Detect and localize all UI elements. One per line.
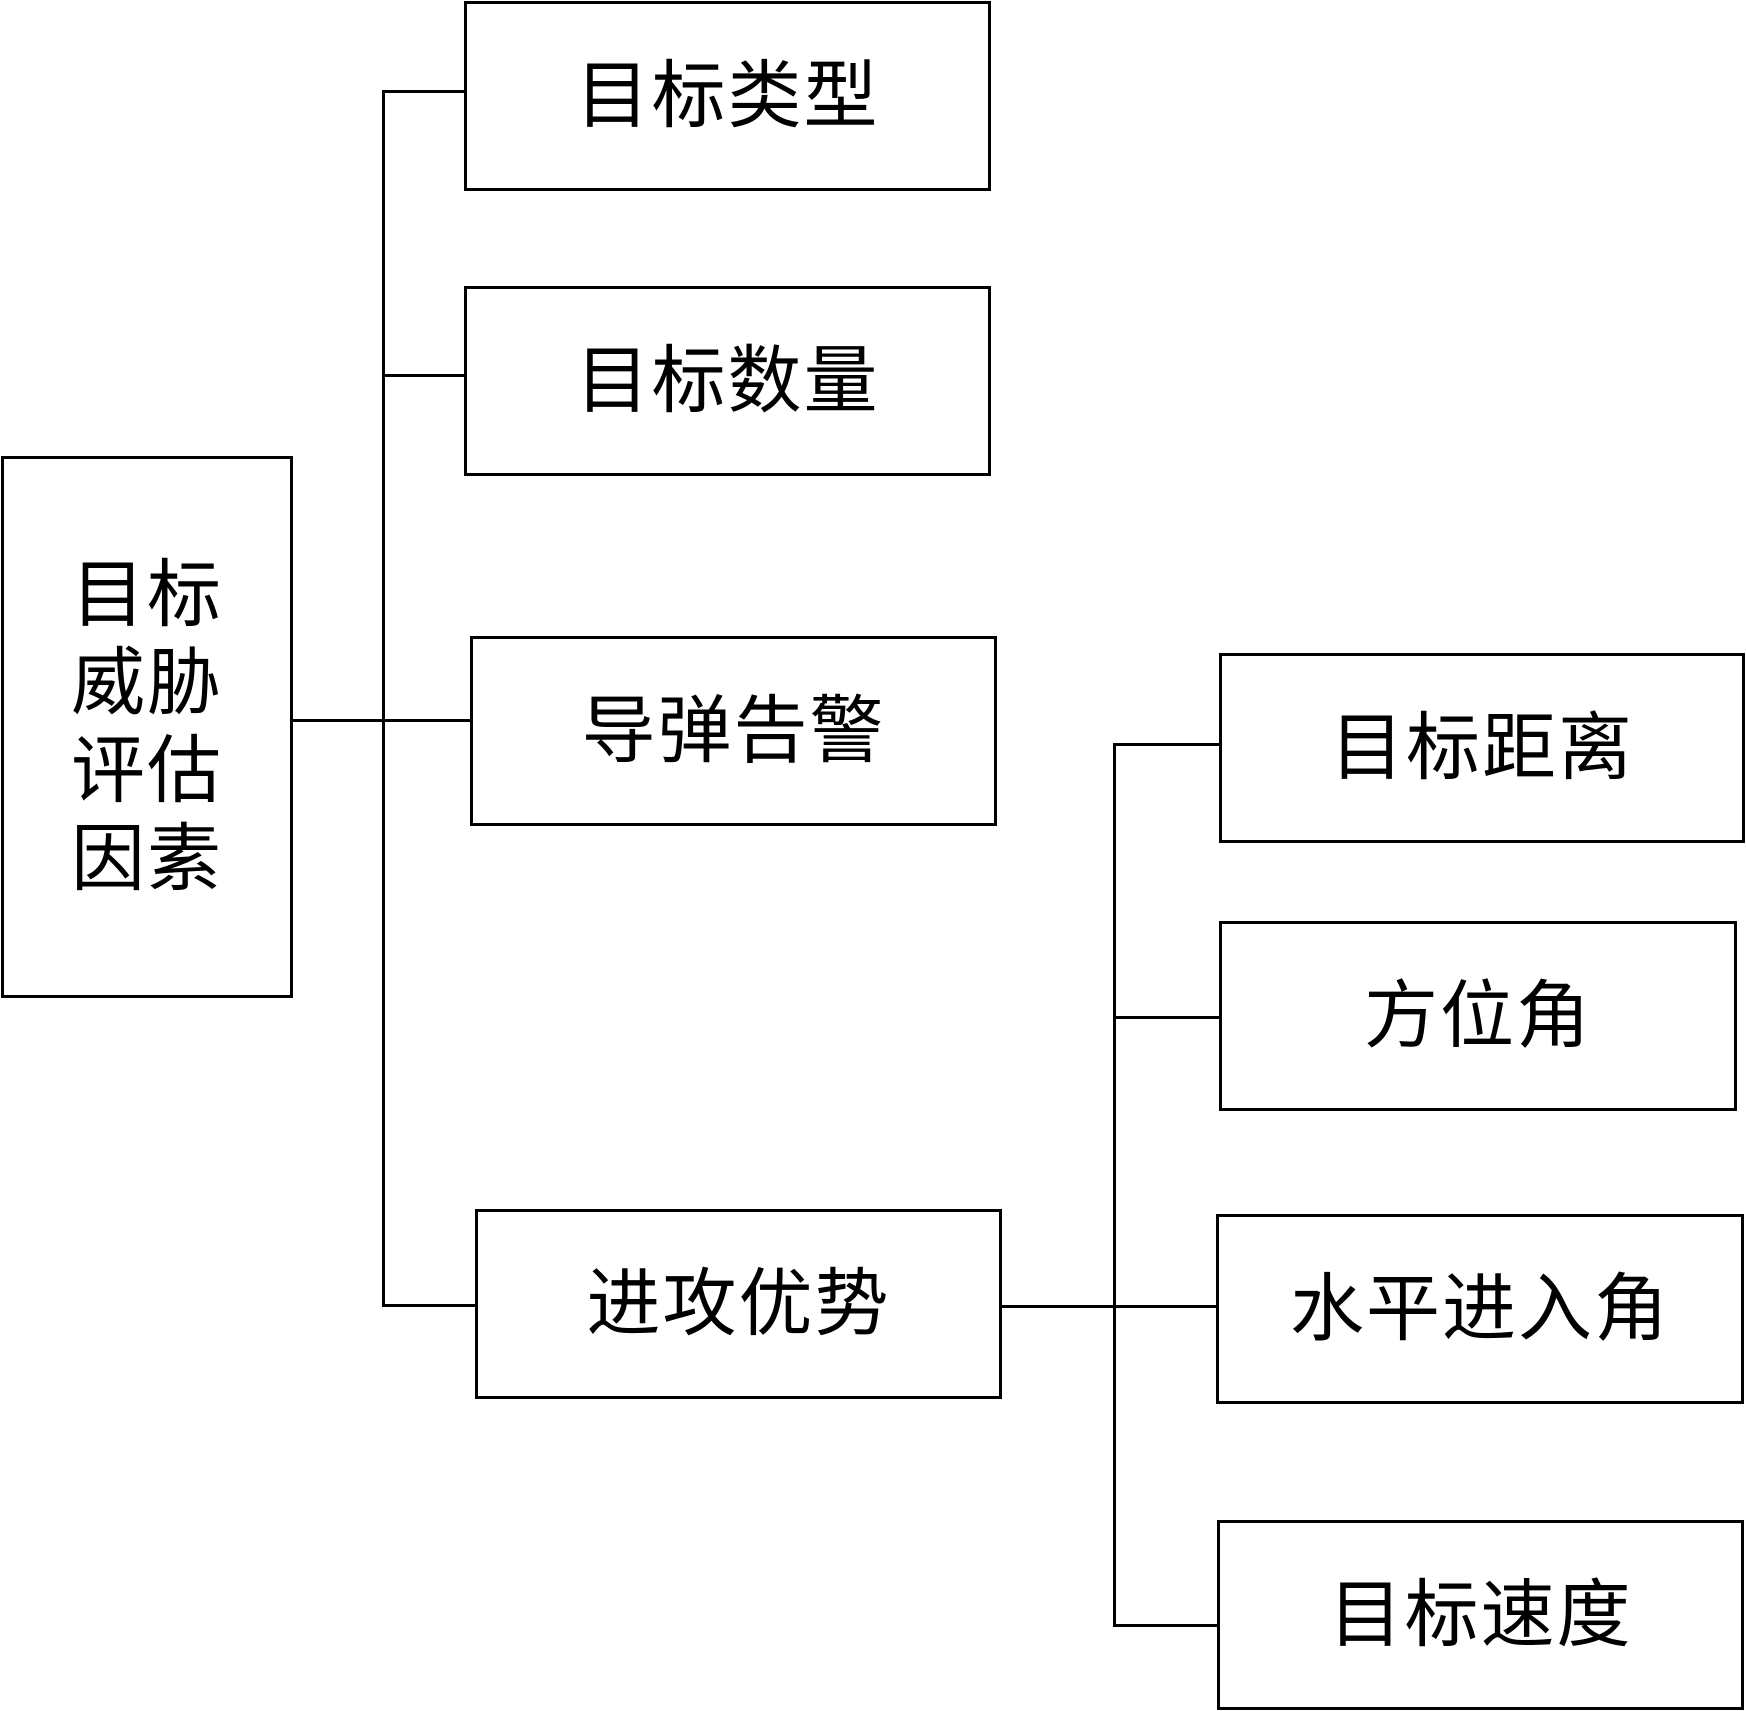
node-target-type: 目标类型 bbox=[464, 1, 991, 191]
node-target-type-label: 目标类型 bbox=[575, 53, 880, 139]
connector-to-azimuth bbox=[1113, 1016, 1221, 1019]
node-horizontal-entry-angle: 水平进入角 bbox=[1216, 1214, 1744, 1404]
connector-advantage-to-branch bbox=[1001, 1305, 1218, 1308]
node-target-speed: 目标速度 bbox=[1217, 1520, 1744, 1710]
connector-to-target-speed bbox=[1113, 1624, 1219, 1627]
connector-to-target-distance bbox=[1113, 743, 1221, 746]
node-target-count: 目标数量 bbox=[464, 286, 991, 476]
root-node-threat-factors: 目标威胁评估因素 bbox=[1, 456, 293, 998]
node-target-distance-label: 目标距离 bbox=[1330, 705, 1634, 791]
connector-to-target-type bbox=[382, 90, 466, 93]
node-azimuth-angle: 方位角 bbox=[1219, 921, 1737, 1111]
node-target-speed-label: 目标速度 bbox=[1328, 1572, 1633, 1658]
connector-root-to-trunk bbox=[292, 719, 470, 722]
connector-to-target-count bbox=[382, 374, 466, 377]
root-node-label: 目标威胁评估因素 bbox=[71, 552, 223, 902]
connector-to-attack-advantage bbox=[382, 1304, 477, 1307]
node-attack-advantage: 进攻优势 bbox=[475, 1209, 1002, 1399]
node-attack-advantage-label: 进攻优势 bbox=[586, 1261, 891, 1347]
node-horizontal-entry-angle-label: 水平进入角 bbox=[1290, 1266, 1670, 1352]
connector-trunk-vertical bbox=[382, 90, 385, 1307]
node-azimuth-angle-label: 方位角 bbox=[1364, 973, 1592, 1059]
node-missile-warning-label: 导弹告警 bbox=[581, 688, 886, 774]
node-target-count-label: 目标数量 bbox=[575, 338, 880, 424]
connector-branch-vertical bbox=[1113, 743, 1116, 1627]
node-missile-warning: 导弹告警 bbox=[470, 636, 997, 826]
node-target-distance: 目标距离 bbox=[1219, 653, 1745, 843]
